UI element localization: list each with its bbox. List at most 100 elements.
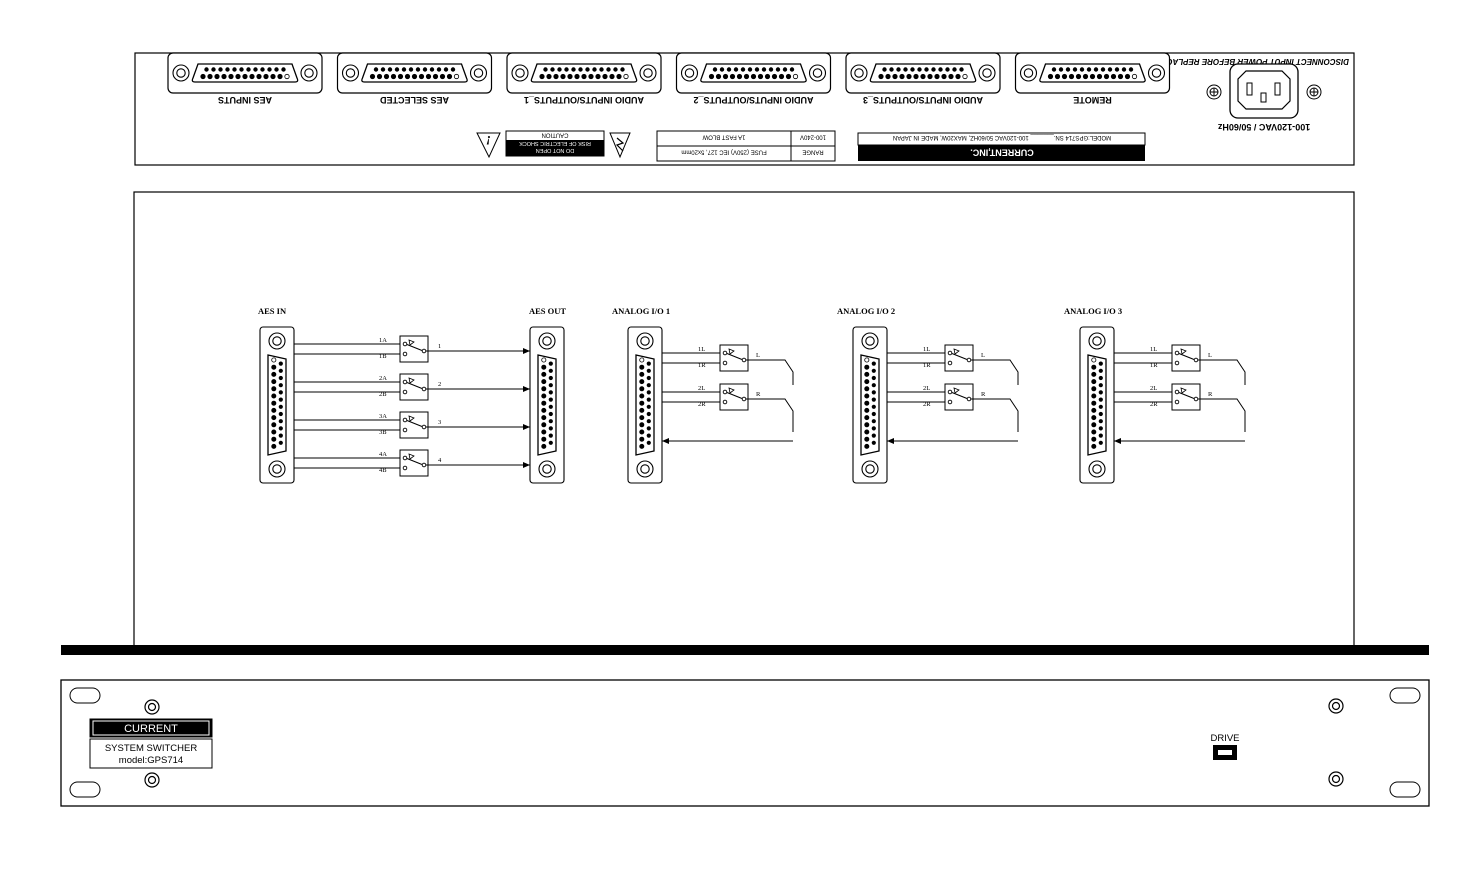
- rear-panel: DISCONNECT INPUT POWER BEFORE REPLACING …: [134, 52, 1355, 166]
- db25-pin: [436, 67, 442, 72]
- rear-connector-4: AUDIO INPUTS/OUTPUTS_2: [675, 52, 832, 105]
- db25-pin: [646, 419, 651, 424]
- analog-input-label: 2L: [698, 385, 705, 392]
- db25-pin: [225, 67, 230, 72]
- db25-pin: [1091, 393, 1097, 399]
- connector-screw: [1147, 64, 1166, 82]
- db25-pin: [1091, 443, 1097, 449]
- aes-input-label: 4A: [379, 451, 387, 458]
- aes-out-title: AES OUT: [529, 306, 566, 316]
- connector-screw-hole: [1151, 68, 1162, 78]
- db25-pin: [446, 73, 453, 80]
- db25-shell: [191, 63, 299, 83]
- db25-pin: [1098, 419, 1103, 424]
- analog-io-title: ANALOG I/O 2: [837, 306, 895, 316]
- fuse-table: RANGE 100-240V FUSE (250V) IEC 127, 5x20…: [656, 130, 836, 162]
- aes-out-connector: [529, 326, 565, 484]
- db25-pin: [771, 73, 778, 80]
- db25-pin: [931, 67, 936, 72]
- db25-pin: [747, 67, 753, 72]
- db25-pin: [871, 361, 876, 366]
- db25-pin: [934, 73, 940, 80]
- db25-pin: [278, 361, 283, 366]
- connector-screw-hole: [982, 68, 992, 78]
- db25-pin: [639, 379, 645, 385]
- connector-screw: [511, 64, 529, 82]
- db25-pin: [864, 400, 870, 406]
- db25-pin: [864, 393, 870, 399]
- analog-switch: [944, 344, 974, 372]
- db25-pin: [541, 364, 547, 370]
- db25-shell: [361, 63, 468, 83]
- rear-warning-text: DISCONNECT INPUT POWER BEFORE REPLACING …: [1128, 57, 1349, 66]
- db25-pin: [639, 357, 645, 363]
- db25-pin: [246, 67, 251, 72]
- db25-pin: [271, 443, 277, 449]
- aes-switch-2: [399, 373, 429, 401]
- db25-pin: [613, 67, 618, 72]
- db25-pin: [541, 422, 547, 428]
- aes-input-label: 2A: [379, 375, 387, 382]
- analog-output-label: R: [981, 391, 986, 398]
- analog-connector: [627, 326, 663, 484]
- analog-output-label: R: [756, 391, 761, 398]
- db25-pin: [278, 433, 283, 438]
- db25-pin: [1047, 73, 1054, 80]
- db25-pin: [1068, 73, 1075, 80]
- db25-pin: [1098, 411, 1103, 417]
- db25-pin: [646, 383, 651, 388]
- db25-pin: [253, 67, 258, 72]
- db25-pin: [380, 67, 386, 72]
- connector-screw-hole: [1023, 68, 1034, 78]
- analog-switch: [1171, 344, 1201, 372]
- db25-pin: [948, 73, 954, 80]
- connector-screw-hole: [640, 336, 650, 346]
- aes-switch-1: [399, 335, 429, 363]
- front-screw-bottom-right: [1328, 771, 1344, 787]
- connector-screw-hole: [345, 68, 356, 78]
- analog-connector: [852, 326, 888, 484]
- db25-pin: [646, 404, 651, 409]
- db25-pin: [639, 422, 645, 428]
- db25-pin: [878, 73, 884, 80]
- db25-pin: [1124, 73, 1131, 80]
- db25-pin: [896, 67, 901, 72]
- arrowhead: [523, 348, 530, 354]
- db25-pin: [938, 67, 943, 72]
- connector-screw: [268, 460, 286, 478]
- db25-pin: [864, 379, 870, 385]
- db25-pin: [543, 67, 548, 72]
- db25-pin: [548, 390, 553, 395]
- aes-output-label: 2: [438, 381, 441, 388]
- analog-input-label: 1R: [1150, 362, 1158, 369]
- connector-screw-hole: [812, 68, 823, 78]
- db25-pin: [1098, 375, 1103, 381]
- db25-pin: [864, 429, 870, 435]
- db25-pin: [609, 73, 615, 80]
- db25-pin: [924, 67, 929, 72]
- db25-pin: [1086, 67, 1092, 72]
- analog-output-wire: [1198, 398, 1246, 432]
- db25-pin: [722, 73, 729, 80]
- db25-pin: [560, 73, 566, 80]
- db25-pin: [541, 357, 547, 363]
- db25-pin: [602, 73, 608, 80]
- power-inlet: 100-120VAC / 50/60Hz: [1206, 63, 1322, 132]
- db25-pin: [541, 400, 547, 406]
- db25-pin: [639, 400, 645, 406]
- db25-pin: [906, 73, 912, 80]
- db25-pin: [639, 429, 645, 435]
- db25-pin: [871, 419, 876, 424]
- analog-output-wire: [746, 359, 794, 385]
- info-warning-icon: [476, 132, 501, 159]
- db25-pin: [864, 415, 870, 421]
- db25-pin: [1072, 67, 1078, 72]
- db25-pin: [277, 73, 283, 80]
- db25-pin: [959, 67, 964, 72]
